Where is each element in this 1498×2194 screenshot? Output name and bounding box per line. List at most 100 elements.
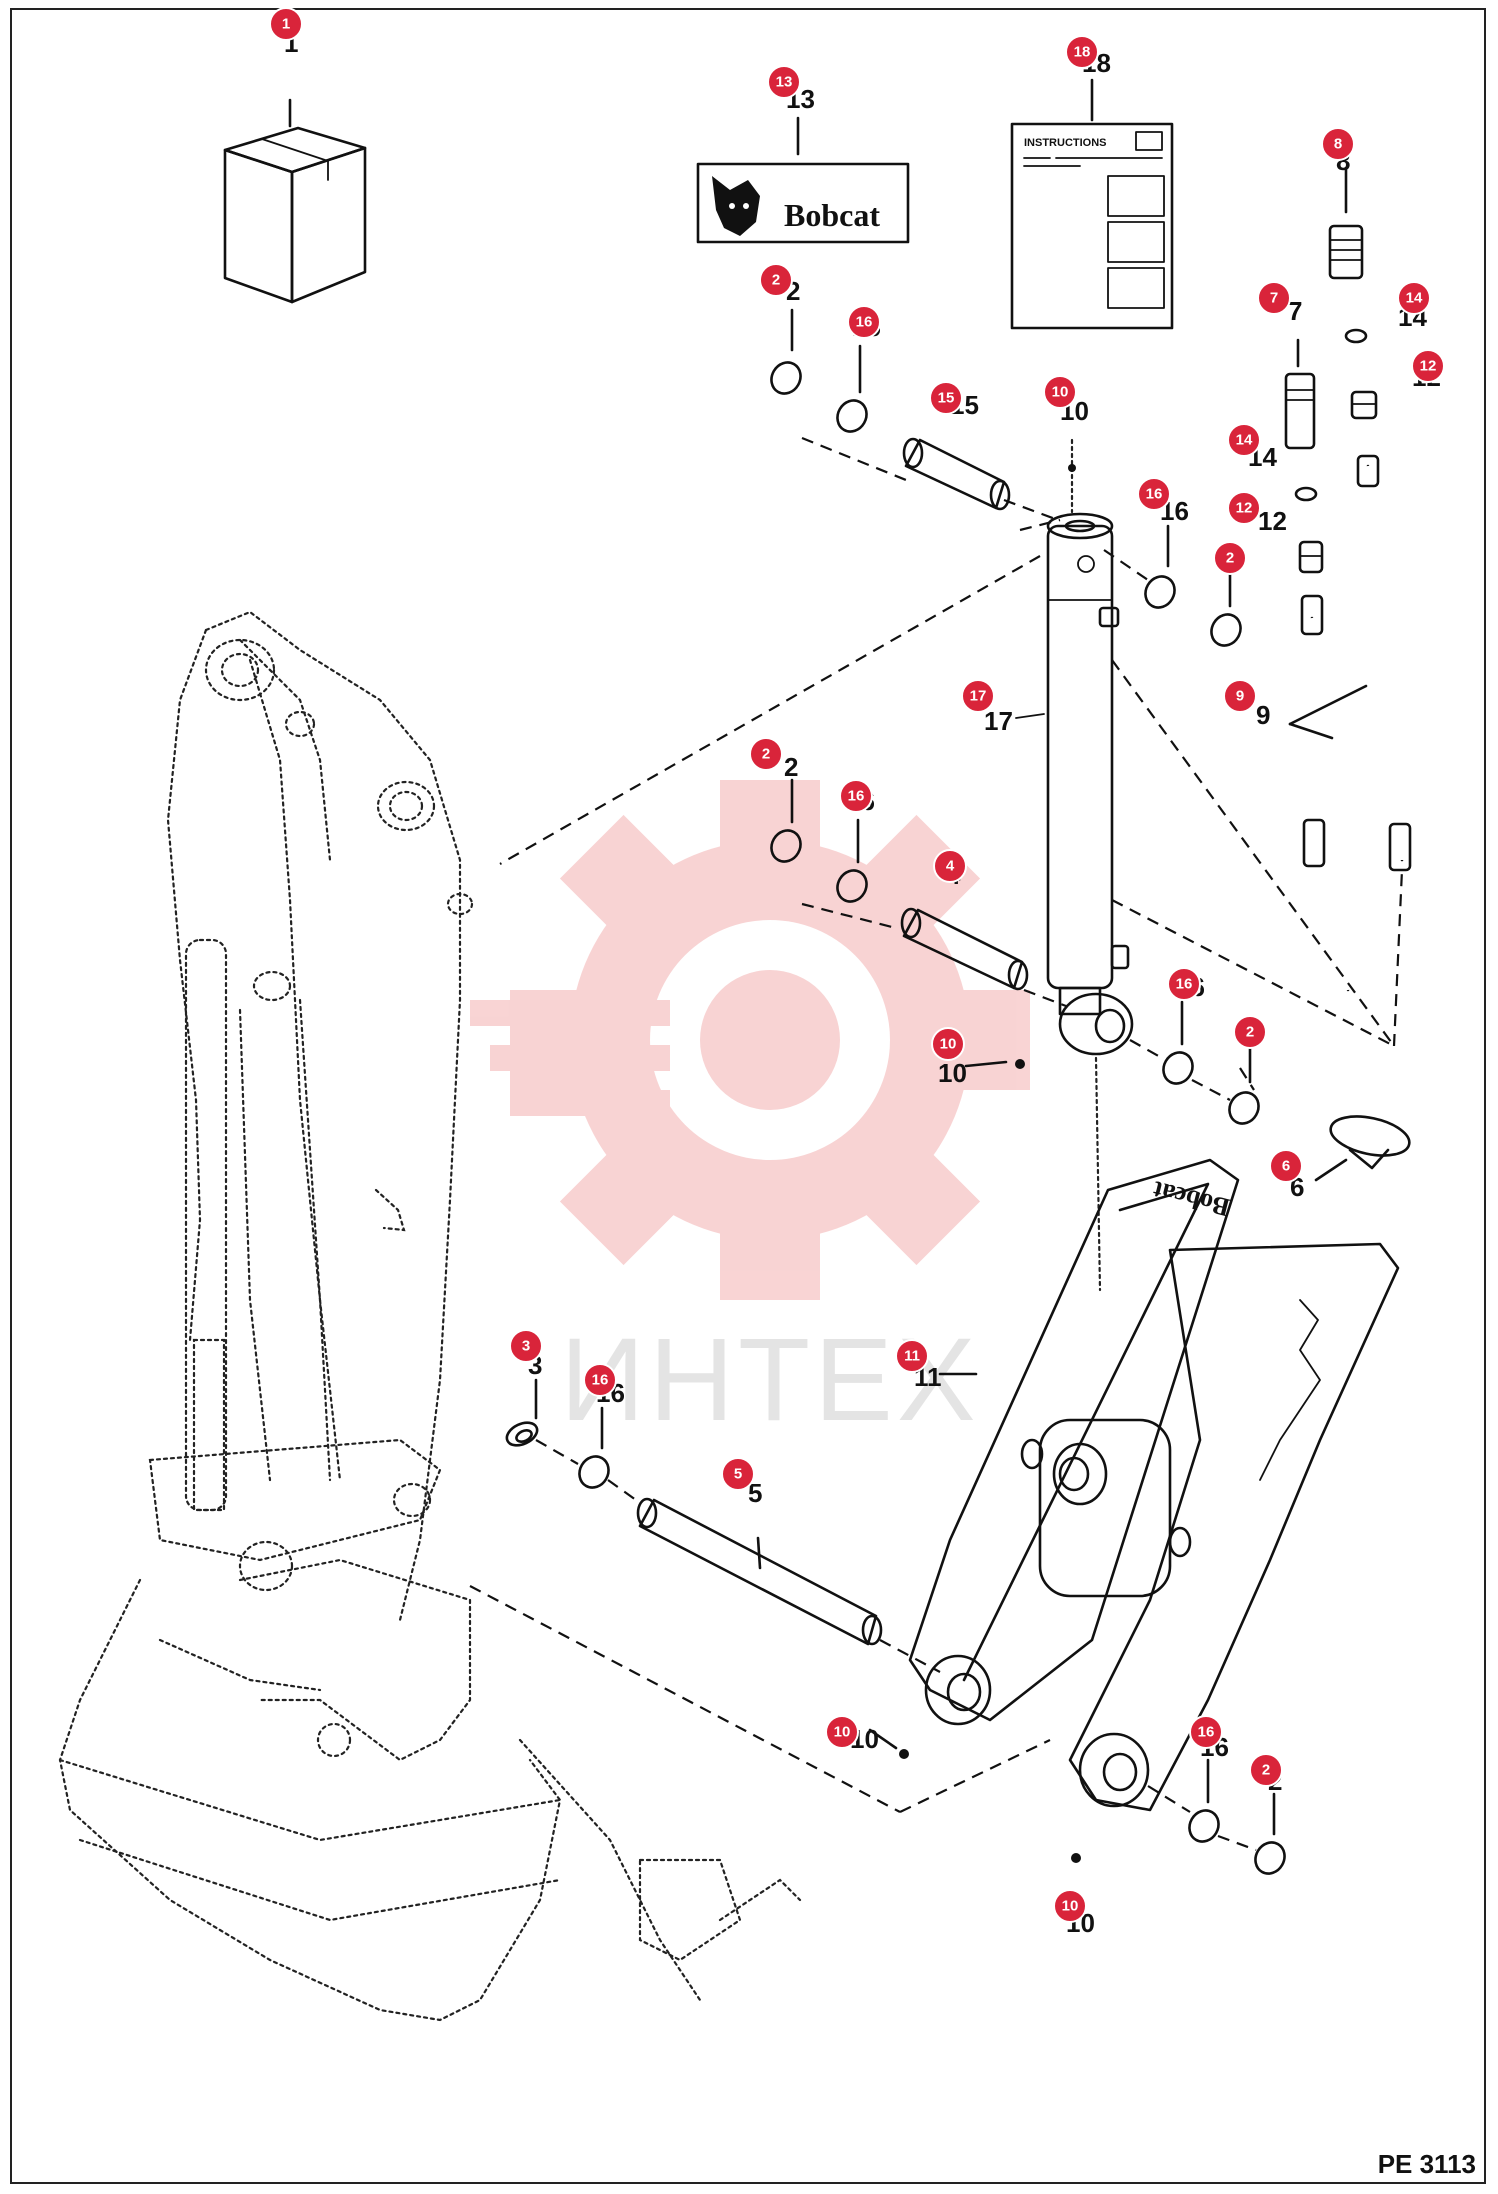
- callout-badge-2b: 2: [1213, 541, 1247, 575]
- callout-badge-12b: 12: [1227, 491, 1261, 525]
- svg-text:5: 5: [734, 1466, 742, 1483]
- svg-text:10: 10: [940, 1036, 957, 1053]
- part-fitting-12-lower: [1298, 540, 1324, 574]
- callout-badge-14b: 14: [1227, 423, 1261, 457]
- callout-badge-11: 11: [895, 1339, 929, 1373]
- callout-badge-4: 4: [933, 849, 967, 883]
- callout-badge-16e: 16: [583, 1363, 617, 1397]
- svg-text:10: 10: [834, 1724, 851, 1741]
- callout-badge-5: 5: [721, 1457, 755, 1491]
- svg-text:2: 2: [772, 272, 780, 289]
- callout-badge-18: 18: [1065, 35, 1099, 69]
- svg-text:16: 16: [848, 788, 865, 805]
- svg-text:7: 7: [1270, 290, 1278, 307]
- callout-badge-16d: 16: [1167, 967, 1201, 1001]
- callout-badge-1: 1: [269, 7, 303, 41]
- assembly-leader-lines: [469, 436, 1404, 1852]
- svg-text:2: 2: [1246, 1024, 1254, 1041]
- part-box-kit: [223, 98, 367, 304]
- callout-badge-9: 9: [1223, 679, 1257, 713]
- svg-text:16: 16: [1198, 1724, 1215, 1741]
- part-pin-5: [636, 1497, 883, 1646]
- callout-badge-16a: 16: [847, 305, 881, 339]
- document-code: PE 3113: [1377, 2149, 1476, 2179]
- callout-badge-6: 6: [1269, 1149, 1303, 1183]
- svg-text:16: 16: [1146, 486, 1163, 503]
- callout-badge-2c: 2: [749, 737, 783, 771]
- part-hose-clamp: [1314, 1115, 1411, 1182]
- part-retainer-pin-3: [505, 1378, 539, 1447]
- label-5: 5: [748, 1478, 762, 1508]
- svg-text:2: 2: [1262, 1762, 1270, 1779]
- label-17: 17: [984, 706, 1013, 736]
- watermark-text: ИНТЕХ: [560, 1314, 980, 1446]
- part-oring-14-lower: [1294, 486, 1318, 502]
- svg-text:13: 13: [776, 74, 793, 91]
- label-9: 9: [1256, 700, 1270, 730]
- part-fitting-8: [1328, 166, 1364, 280]
- svg-text:14: 14: [1236, 432, 1253, 449]
- svg-text:15: 15: [938, 390, 955, 407]
- svg-text:3: 3: [522, 1338, 530, 1355]
- label-7: 7: [1288, 296, 1302, 326]
- grease-fittings: [868, 1059, 1081, 1863]
- bobcat-head-icon: [712, 176, 760, 236]
- callout-badge-3: 3: [509, 1329, 543, 1363]
- part-fitting-7: [1284, 338, 1316, 450]
- svg-text:9: 9: [1236, 688, 1244, 705]
- callout-badge-14a: 14: [1397, 281, 1431, 315]
- callout-badge-2e: 2: [1249, 1753, 1283, 1787]
- svg-text:17: 17: [970, 688, 987, 705]
- part-hoses: [1288, 454, 1412, 992]
- callout-badge-16b: 16: [1137, 477, 1171, 511]
- decal-brand-text: Bobcat: [784, 197, 880, 233]
- callout-badge-10b: 10: [931, 1027, 965, 1061]
- callout-badge-8: 8: [1321, 127, 1355, 161]
- part-pin-15: [902, 437, 1011, 511]
- excavator-arm-and-bucket: [58, 610, 802, 2022]
- callout-badge-10d: 10: [1053, 1889, 1087, 1923]
- svg-text:6: 6: [1282, 1158, 1290, 1175]
- callout-badge-2d: 2: [1233, 1015, 1267, 1049]
- part-thumb: Bobcat: [908, 1158, 1400, 1812]
- callout-badge-12a: 12: [1411, 349, 1445, 383]
- thumb-brand-text: Bobcat: [1150, 1175, 1233, 1222]
- label-10b: 10: [938, 1058, 967, 1088]
- instructions-title: INSTRUCTIONS: [1024, 137, 1107, 149]
- label-12b: 12: [1258, 506, 1287, 536]
- label-2c: 2: [784, 752, 798, 782]
- svg-text:11: 11: [904, 1348, 920, 1365]
- part-fitting-12-upper: [1350, 390, 1378, 420]
- callout-badge-16c: 16: [839, 779, 873, 813]
- svg-text:16: 16: [856, 314, 873, 331]
- svg-text:10: 10: [1062, 1898, 1079, 1915]
- callout-badge-16f: 16: [1189, 1715, 1223, 1749]
- o-rings: [578, 308, 1286, 1875]
- callout-badge-10a: 10: [1043, 375, 1077, 409]
- callout-badge-15: 15: [929, 381, 963, 415]
- svg-text:16: 16: [1176, 976, 1193, 993]
- svg-text:2: 2: [1226, 550, 1234, 567]
- svg-text:12: 12: [1420, 358, 1437, 375]
- callout-badge-17: 17: [961, 679, 995, 713]
- callout-badge-10c: 10: [825, 1715, 859, 1749]
- part-pin-4: [900, 907, 1029, 991]
- part-instructions-sheet: INSTRUCTIONS: [1010, 78, 1174, 330]
- callout-badge-7: 7: [1257, 281, 1291, 315]
- svg-text:8: 8: [1334, 136, 1342, 153]
- part-bobcat-decal: Bobcat: [696, 116, 910, 244]
- svg-text:10: 10: [1052, 384, 1069, 401]
- svg-text:12: 12: [1236, 500, 1253, 517]
- svg-text:1: 1: [282, 16, 290, 33]
- svg-text:18: 18: [1074, 44, 1091, 61]
- callout-badges: 1 13 18 8 2 16 15 10 7 14 12 14 16 12 2 …: [269, 7, 1445, 1923]
- svg-text:2: 2: [762, 746, 770, 763]
- callout-badge-13: 13: [767, 65, 801, 99]
- part-cylinder: [1015, 438, 1134, 1292]
- svg-text:4: 4: [946, 858, 955, 875]
- callout-badge-2a: 2: [759, 263, 793, 297]
- part-oring-14-upper: [1344, 328, 1368, 344]
- svg-text:16: 16: [592, 1372, 609, 1389]
